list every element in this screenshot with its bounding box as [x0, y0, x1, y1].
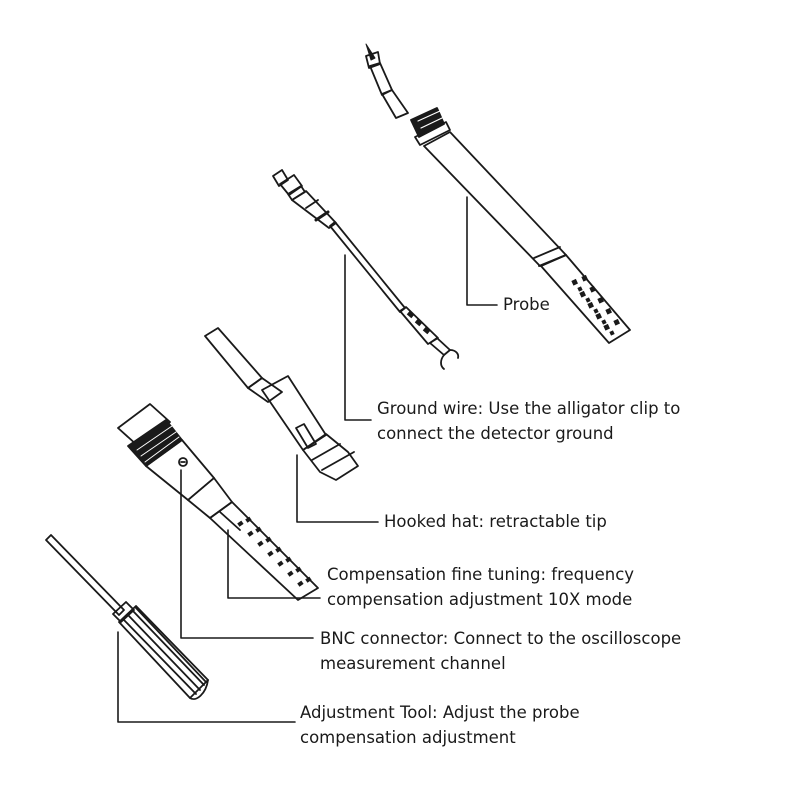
ground-wire-icon — [272, 169, 460, 370]
label-hooked-hat-line-1: Hooked hat: retractable tip — [384, 512, 607, 531]
label-hooked-hat: Hooked hat: retractable tip — [384, 509, 607, 534]
label-bnc-line-2: measurement channel — [320, 654, 506, 673]
leader-hooked-hat — [296, 454, 379, 523]
bnc-connector-icon — [117, 403, 319, 601]
label-adjustment-tool-line-2: compensation adjustment — [300, 728, 516, 747]
label-compensation: Compensation fine tuning: frequency comp… — [327, 562, 634, 612]
label-adjustment-tool: Adjustment Tool: Adjust the probe compen… — [300, 700, 580, 750]
label-compensation-line-1: Compensation fine tuning: frequency — [327, 565, 635, 584]
leader-bnc — [180, 469, 314, 639]
probe-icon — [365, 43, 631, 344]
leader-ground-wire — [344, 254, 372, 421]
label-bnc-line-1: BNC connector: Connect to the oscillosco… — [320, 629, 682, 648]
label-ground-wire-line-2: connect the detector ground — [377, 424, 614, 443]
label-ground-wire-line-1: Ground wire: Use the alligator clip to — [377, 399, 681, 418]
leader-probe — [466, 196, 498, 306]
label-adjustment-tool-line-1: Adjustment Tool: Adjust the probe — [300, 703, 580, 722]
label-probe-line-1: Probe — [503, 295, 550, 314]
callout-leaders — [117, 196, 498, 723]
leader-adjustment-tool — [117, 631, 296, 723]
label-probe: Probe — [503, 292, 550, 317]
hooked-hat-icon — [204, 327, 359, 481]
label-compensation-line-2: compensation adjustment 10X mode — [327, 590, 633, 609]
leader-compensation — [227, 529, 321, 599]
label-bnc: BNC connector: Connect to the oscillosco… — [320, 626, 681, 676]
label-ground-wire: Ground wire: Use the alligator clip to c… — [377, 396, 680, 446]
adjustment-tool-icon — [45, 534, 209, 700]
